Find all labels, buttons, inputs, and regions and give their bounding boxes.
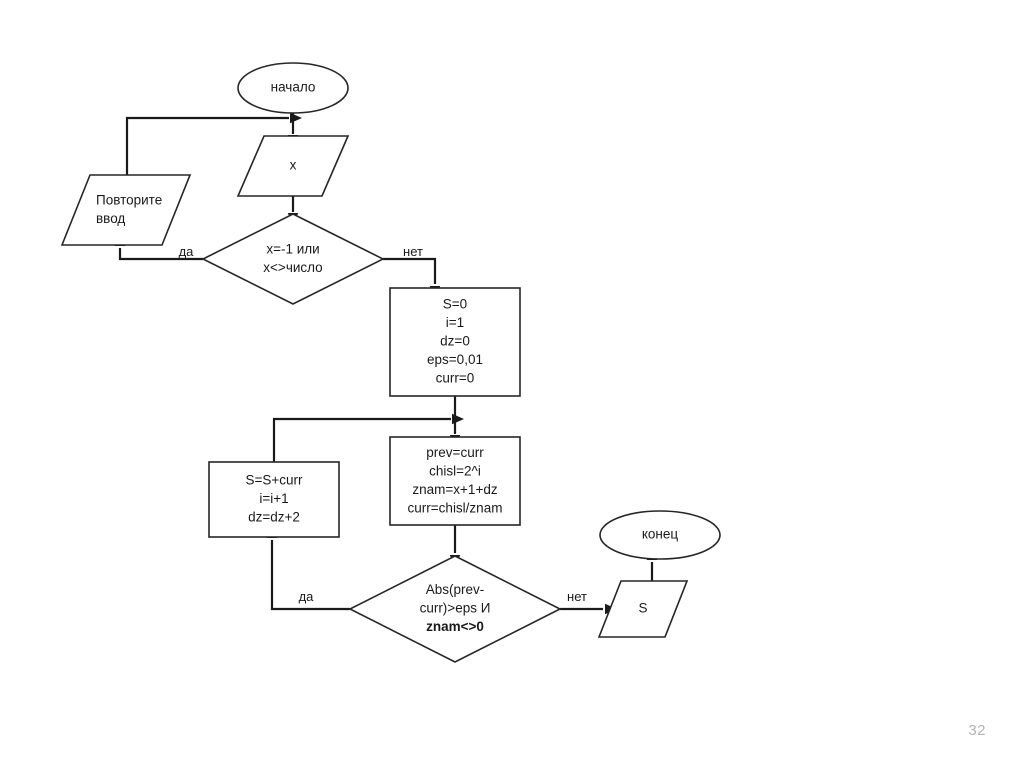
node-text-loop-test-line-1: Abs(prev- <box>426 582 485 597</box>
node-text-repeat-input-line-1: Повторите <box>96 192 162 207</box>
node-input-x[interactable]: x <box>236 135 350 197</box>
node-text-compute-line-3: znam=x+1+dz <box>412 482 497 497</box>
node-repeat-input[interactable]: Повторите ввод <box>60 174 192 246</box>
node-compute[interactable]: prev=curr chisl=2^i znam=x+1+dz curr=chisl/… <box>389 436 521 526</box>
node-text-validate-x-line-1: x=-1 или <box>266 241 319 256</box>
node-text-init-line-5: curr=0 <box>436 371 475 386</box>
node-text-output-s-line-1: S <box>638 601 647 616</box>
page-number: 32 <box>968 722 986 739</box>
node-text-compute-line-4: curr=chisl/znam <box>408 500 503 515</box>
node-text-init-line-2: i=1 <box>446 315 464 330</box>
node-end[interactable]: конец <box>599 510 721 560</box>
node-output-s[interactable]: S <box>597 580 689 638</box>
node-text-loop-test-line-3: znam<>0 <box>426 619 484 634</box>
node-text-init-line-1: S=0 <box>443 297 467 312</box>
node-text-accumulate-line-1: S=S+curr <box>245 473 303 488</box>
connector-accumulate-to-compute <box>272 413 464 462</box>
node-loop-test[interactable]: Abs(prev-curr)>eps И znam<>0 <box>348 555 562 663</box>
node-text-compute-line-1: prev=curr <box>426 445 484 460</box>
node-text-init-line-3: dz=0 <box>440 334 470 349</box>
node-text-input-x-line-1: x <box>290 158 297 173</box>
edge-label-layer: да нет да нет <box>179 244 587 604</box>
node-text-start-line-1: начало <box>271 80 316 95</box>
node-text-repeat-input-line-2: ввод <box>96 211 125 226</box>
node-start[interactable]: начало <box>237 62 349 114</box>
node-init[interactable]: S=0 i=1 dz=0 eps=0,01 curr=0 <box>389 287 521 397</box>
node-text-accumulate-line-3: dz=dz+2 <box>248 510 300 525</box>
node-validate-x[interactable]: x=-1 или x<>число <box>201 213 385 305</box>
connector-repeat-to-start-path <box>125 112 302 175</box>
node-text-init-line-4: eps=0,01 <box>427 352 483 367</box>
edge-label-looptest-no: нет <box>567 589 587 604</box>
edge-label-validate-yes: да <box>179 244 195 259</box>
node-text-end-line-1: конец <box>642 527 679 542</box>
edge-label-validate-no: нет <box>403 244 423 259</box>
node-accumulate[interactable]: S=S+curr i=i+1 dz=dz+2 <box>208 461 340 538</box>
connector-layer <box>114 112 658 615</box>
edge-label-looptest-yes: да <box>299 589 315 604</box>
node-text-validate-x-line-2: x<>число <box>263 260 322 275</box>
node-text-accumulate-line-2: i=i+1 <box>259 491 288 506</box>
node-text-loop-test-line-2: curr)>eps И <box>420 601 491 616</box>
node-text-compute-line-2: chisl=2^i <box>429 463 481 478</box>
